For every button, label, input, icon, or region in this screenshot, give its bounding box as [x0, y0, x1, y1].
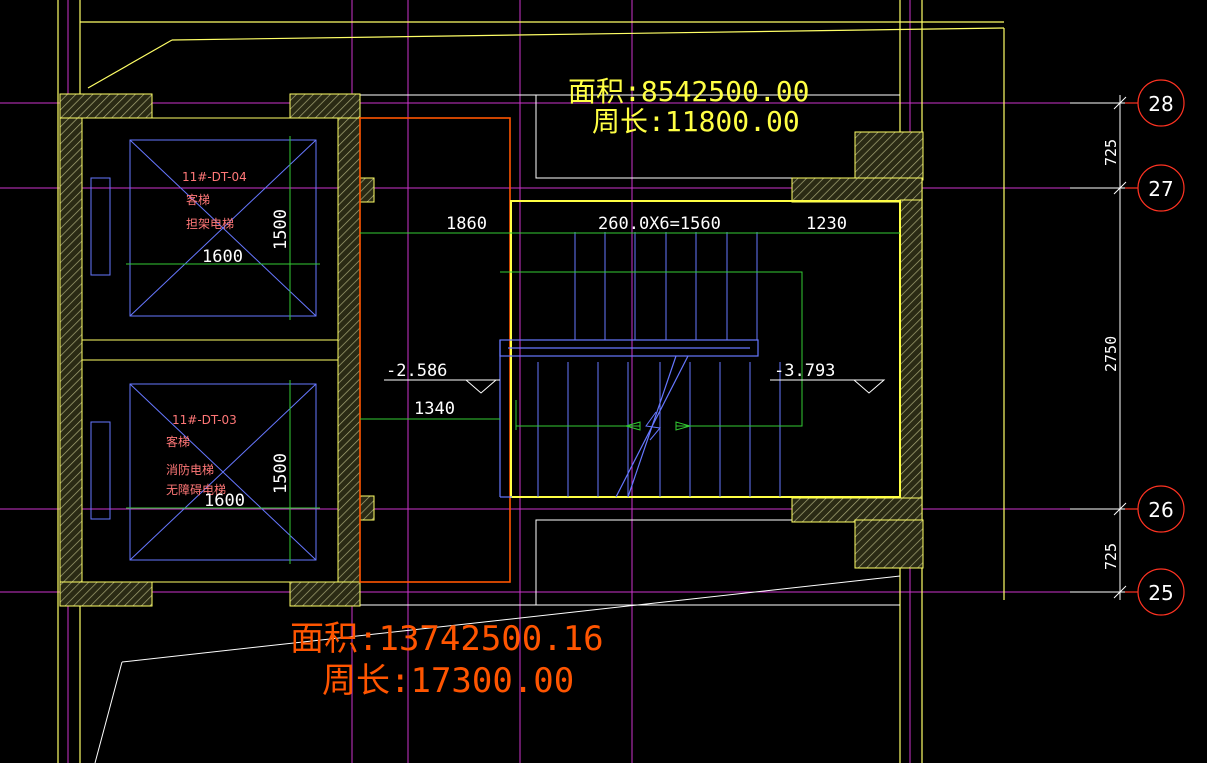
level-right: -3.793 [774, 361, 835, 381]
elevator-04-depth: 1500 [271, 209, 291, 250]
dim-725-bottom: 725 [1102, 543, 1120, 570]
level-markers [384, 379, 886, 394]
elevator-03-depth: 1500 [271, 453, 291, 494]
axis-label-25: 25 [1148, 581, 1173, 605]
elevator-04-width: 1600 [202, 247, 243, 267]
elevator-03-line3: 无障碍电梯 [166, 482, 226, 497]
upper-perimeter-label: 周长:11800.00 [592, 105, 800, 138]
elevator-03-code: 11#-DT-03 [172, 413, 237, 427]
axis-bubbles [1125, 79, 1185, 616]
lower-area-label: 面积:13742500.16 [290, 619, 604, 659]
elevator-cars [90, 139, 317, 561]
dim-treads: 260.0X6=1560 [598, 214, 721, 234]
elevator-03-line1: 客梯 [166, 434, 190, 449]
stair-boundary [510, 200, 901, 498]
dim-725-top: 725 [1102, 139, 1120, 166]
axis-label-28: 28 [1148, 92, 1173, 116]
stair-handrail [499, 339, 759, 498]
elevator-03-width: 1600 [204, 491, 245, 511]
stair-treads [537, 232, 781, 497]
dim-landing-top: 1860 [446, 214, 487, 234]
dim-landing-right: 1230 [806, 214, 847, 234]
elevator-dims [126, 136, 320, 564]
stair-dims [360, 232, 900, 430]
walking-line [500, 271, 803, 441]
axis-label-27: 27 [1148, 177, 1173, 201]
elevator-04-line1: 客梯 [186, 192, 210, 207]
level-left: -2.586 [386, 361, 447, 381]
upper-area-label: 面积:8542500.00 [568, 75, 809, 108]
axis-label-26: 26 [1148, 498, 1173, 522]
elevator-03-line2: 消防电梯 [166, 462, 214, 477]
vertical-dims [1070, 95, 1127, 600]
lower-perimeter-label: 周长:17300.00 [322, 661, 574, 701]
elevator-04-code: 11#-DT-04 [182, 170, 247, 184]
dim-2750: 2750 [1102, 336, 1120, 372]
dim-landing-mid: 1340 [414, 399, 455, 419]
elevator-04-line2: 担架电梯 [186, 217, 234, 231]
elevator-shafts [81, 117, 339, 583]
